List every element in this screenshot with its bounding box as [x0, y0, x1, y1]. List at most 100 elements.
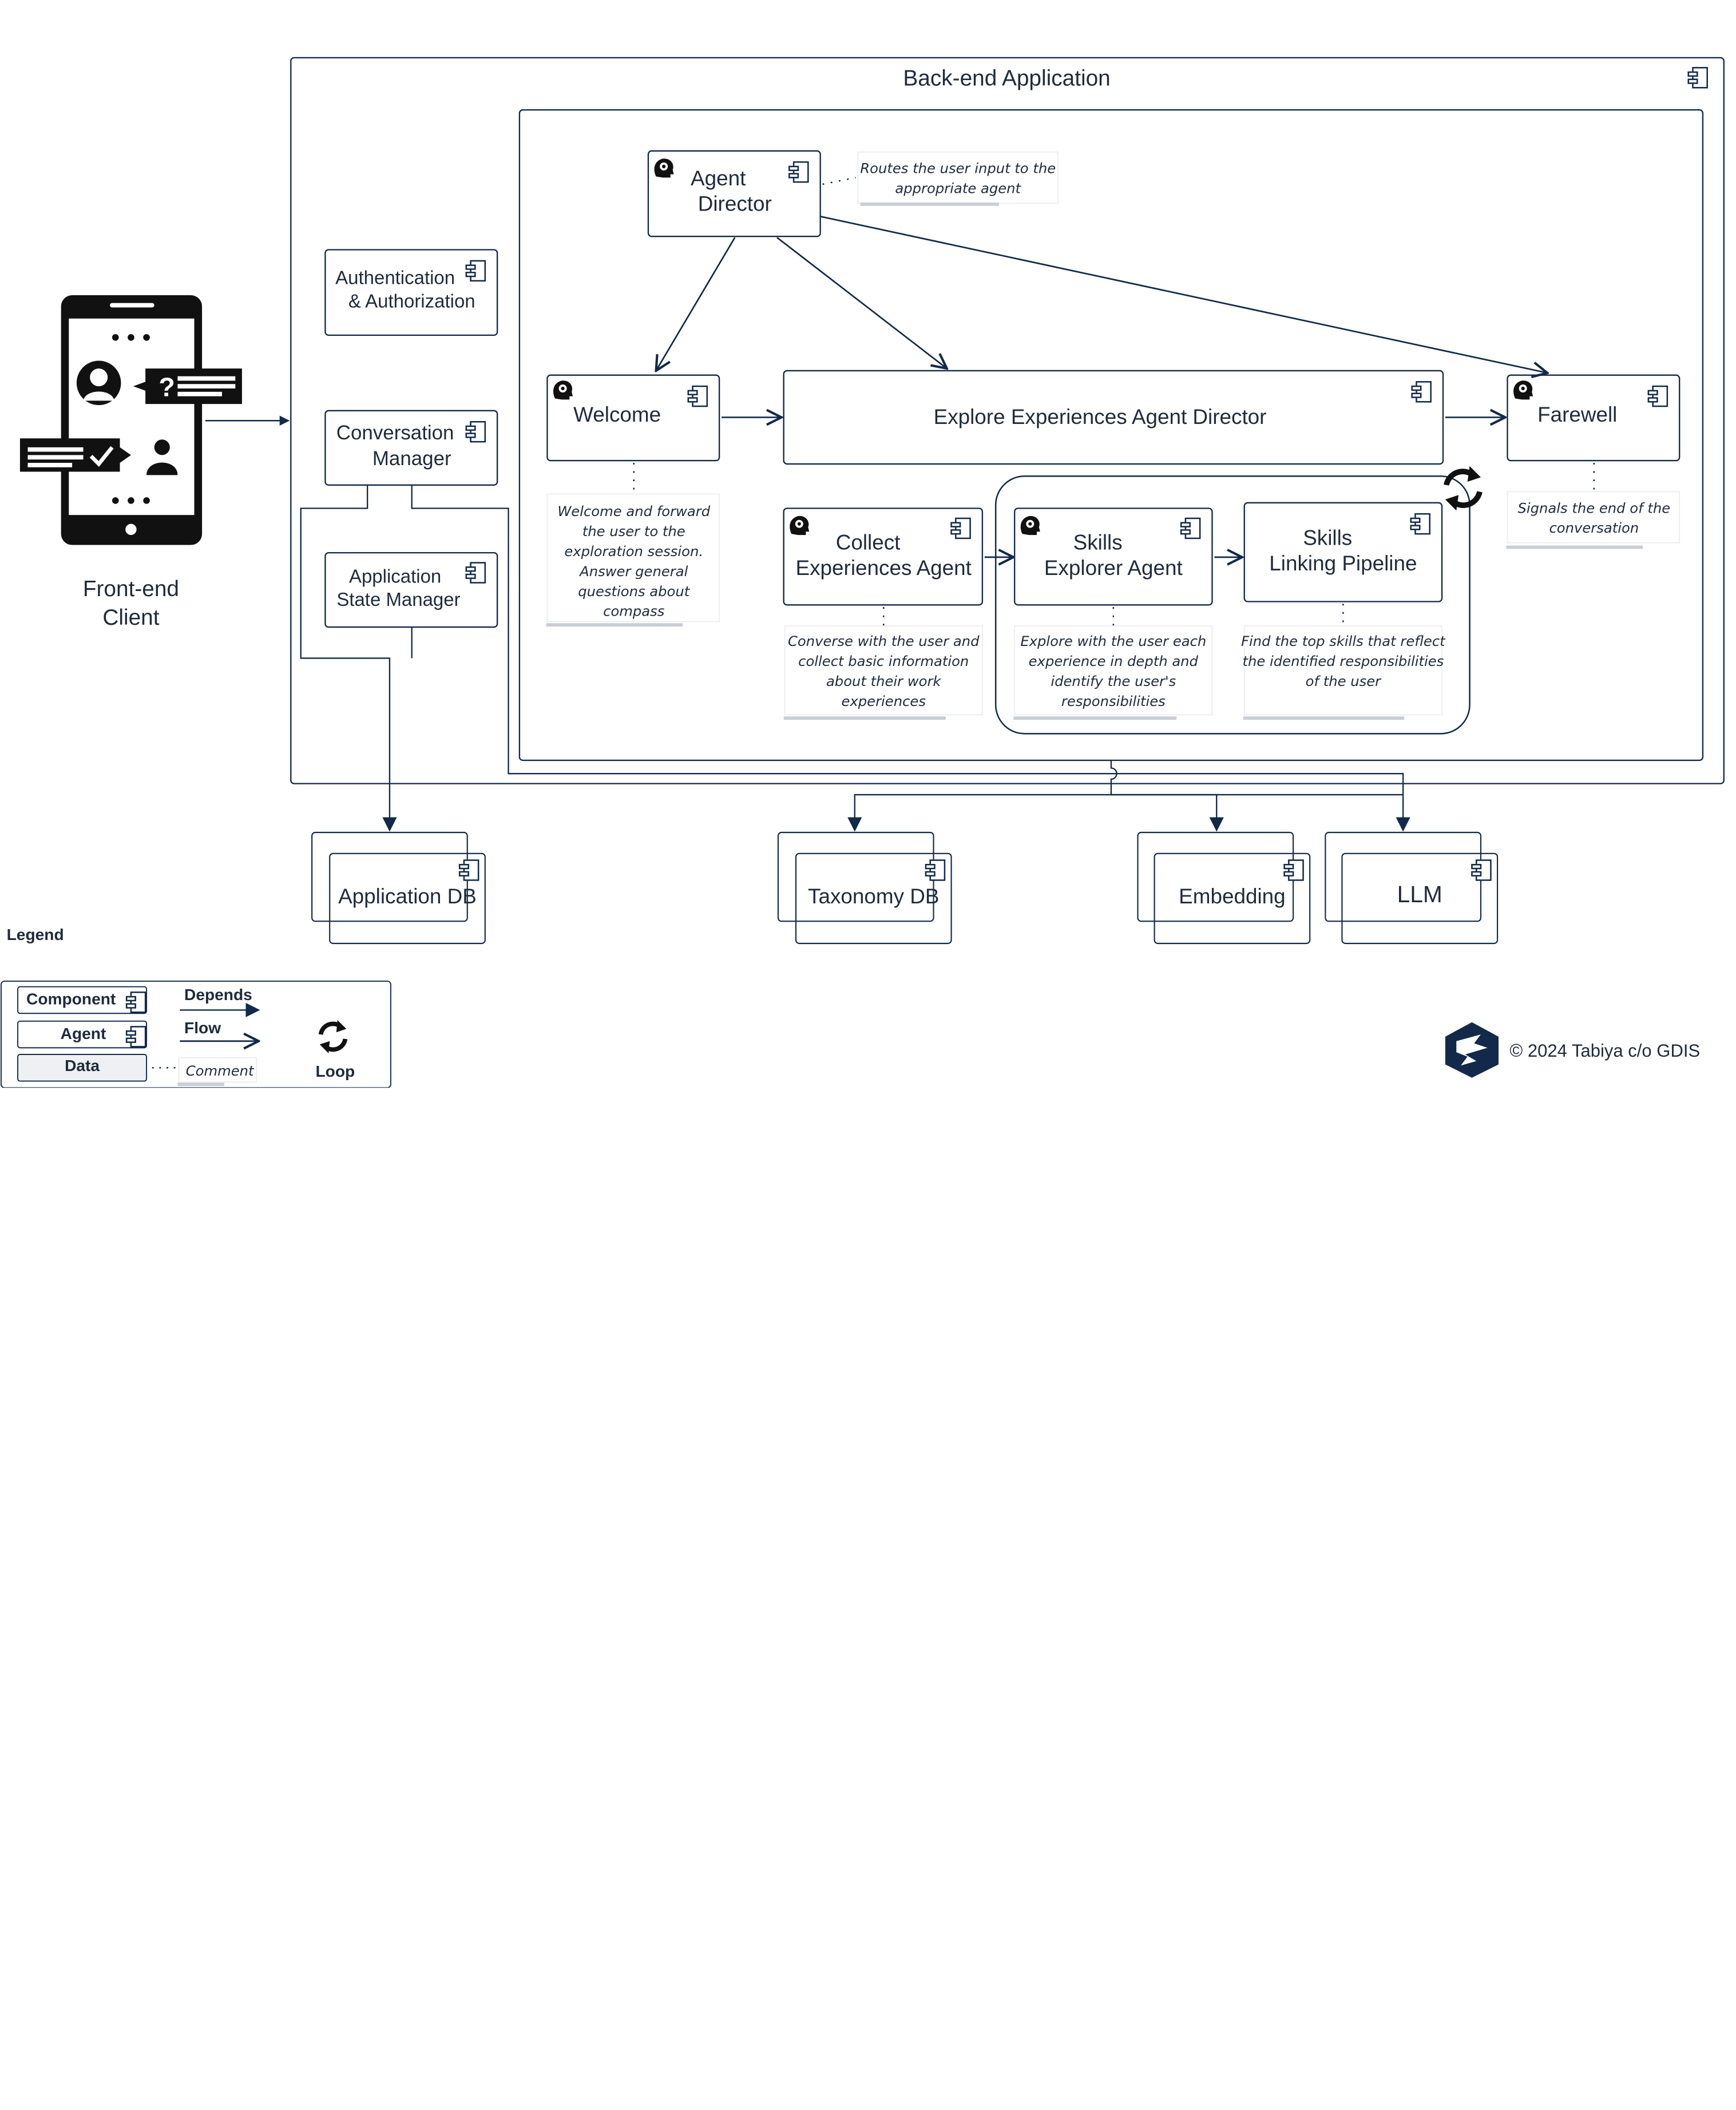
svg-text:exploration session.: exploration session.: [564, 543, 703, 560]
legend-loop: Loop: [316, 1062, 355, 1080]
application-db-store[interactable]: Application DB: [311, 831, 486, 945]
frontend-label: Front-end: [83, 577, 179, 601]
agent-gear-icon: [1513, 380, 1533, 400]
dependency-arrow-application-db: [300, 485, 397, 832]
flow-arrow-to-welcome: [656, 237, 736, 371]
welcome-agent[interactable]: Welcome: [546, 374, 720, 462]
backend-title: Back-end Application: [903, 66, 1110, 90]
agent-director-agent[interactable]: Agent Director: [647, 150, 821, 237]
svg-text:questions about: questions about: [578, 583, 691, 600]
svg-text:experience in depth and: experience in depth and: [1029, 653, 1199, 669]
llm-label: LLM: [1397, 881, 1442, 907]
agent-gear-icon: [1020, 515, 1040, 536]
taxonomy-db-label: Taxonomy DB: [808, 885, 939, 908]
skills-explorer-label: Explorer Agent: [1044, 556, 1183, 580]
application-db-label: Application DB: [338, 885, 477, 908]
legend-comment: Comment: [186, 1062, 255, 1079]
svg-text:Routes the user input to the: Routes the user input to the: [860, 160, 1056, 177]
tabiya-logo-icon: [1445, 1022, 1499, 1078]
conversation-manager-label: Manager: [372, 447, 451, 470]
taxonomy-db-store[interactable]: Taxonomy DB: [777, 831, 952, 945]
auth-label: & Authorization: [348, 290, 475, 311]
diagram-canvas: Back-end Application ? Front-end Client …: [0, 57, 1725, 1088]
welcome-label: Welcome: [573, 403, 661, 426]
agent-gear-icon: [553, 380, 573, 400]
app-state-manager-label: State Manager: [336, 589, 460, 610]
auth-component[interactable]: Authentication & Authorization: [324, 249, 498, 336]
dependency-arrow-embedding: [1111, 794, 1224, 832]
conversation-manager-component[interactable]: Conversation Manager: [324, 410, 498, 486]
legend-agent: Agent: [61, 1025, 106, 1042]
svg-text:Welcome and forward: Welcome and forward: [557, 503, 710, 519]
flow-arrow-to-explore-director: [776, 237, 947, 368]
collect-label: Collect: [836, 530, 901, 554]
dependency-arrow-llm: [1111, 794, 1410, 832]
app-state-manager-component[interactable]: Application State Manager: [324, 552, 498, 628]
svg-text:Converse with the user and: Converse with the user and: [788, 633, 980, 649]
backend-frame: Back-end Application: [290, 57, 1725, 784]
dependency-arrow-taxonomy-db: [847, 760, 1117, 832]
svg-text:?: ?: [158, 372, 175, 402]
skills-pipeline-comment: Find the top skills that reflect the ide…: [1241, 625, 1446, 720]
svg-text:responsibilities: responsibilities: [1061, 693, 1166, 709]
loop-icon: [318, 1020, 348, 1054]
skills-explorer-comment: Explore with the user each experience in…: [1013, 625, 1213, 720]
welcome-comment: Welcome and forward the user to the expl…: [546, 493, 720, 627]
svg-text:compass: compass: [603, 603, 665, 620]
svg-text:of the user: of the user: [1306, 673, 1382, 689]
flow-arrow-to-farewell: [820, 215, 1548, 373]
copyright-text: © 2024 Tabiya c/o GDIS: [1509, 1041, 1700, 1061]
legend-depends: Depends: [184, 986, 252, 1004]
frontend-label: Client: [102, 605, 159, 630]
farewell-agent[interactable]: Farewell: [1507, 374, 1680, 462]
agent-director-label: Director: [698, 192, 772, 216]
dependency-line: [411, 485, 1111, 775]
farewell-label: Farewell: [1537, 403, 1617, 426]
loop-icon: [1444, 466, 1483, 511]
skills-pipeline-label: Skills: [1303, 526, 1352, 550]
legend-box: Component Agent Data Depends Flow Commen…: [0, 980, 391, 1088]
farewell-comment: Signals the end of the conversation: [1506, 491, 1680, 549]
legend-data: Data: [65, 1057, 100, 1074]
svg-text:identify the user's: identify the user's: [1051, 673, 1176, 689]
svg-text:conversation: conversation: [1549, 519, 1639, 536]
dependency-line: [1111, 773, 1404, 795]
svg-text:appropriate agent: appropriate agent: [895, 180, 1021, 197]
llm-store[interactable]: LLM: [1325, 831, 1499, 945]
skills-explorer-label: Skills: [1073, 530, 1123, 554]
embedding-store[interactable]: Embedding: [1137, 831, 1311, 945]
agent-director-comment: Routes the user input to the appropriate…: [857, 151, 1059, 206]
phone-icon: ?: [19, 295, 242, 545]
legend-component: Component: [26, 990, 116, 1008]
svg-text:the user to the: the user to the: [582, 523, 685, 540]
svg-text:Answer general: Answer general: [578, 563, 688, 580]
svg-text:about their work: about their work: [826, 673, 942, 689]
auth-label: Authentication: [335, 267, 455, 288]
agent-gear-icon: [654, 158, 674, 178]
explore-experiences-director-component[interactable]: Explore Experiences Agent Director: [783, 370, 1444, 465]
component-icon: [1687, 67, 1708, 89]
agent-gear-icon: [790, 515, 810, 536]
collect-label: Experiences Agent: [796, 556, 972, 580]
collect-experiences-agent[interactable]: Collect Experiences Agent: [783, 507, 984, 606]
skills-pipeline-label: Linking Pipeline: [1269, 552, 1417, 575]
svg-text:collect basic information: collect basic information: [798, 653, 969, 669]
skills-explorer-agent[interactable]: Skills Explorer Agent: [1013, 507, 1213, 606]
svg-text:experiences: experiences: [842, 693, 926, 709]
svg-text:Find the top skills that refle: Find the top skills that reflect: [1241, 633, 1446, 649]
legend-flow: Flow: [184, 1019, 221, 1037]
svg-text:Explore with the user each: Explore with the user each: [1020, 633, 1206, 649]
conversation-manager-label: Conversation: [336, 422, 454, 444]
comment-connector: [822, 177, 856, 185]
skills-linking-pipeline-component[interactable]: Skills Linking Pipeline: [1243, 502, 1443, 602]
app-state-manager-label: Application: [349, 565, 441, 586]
collect-comment: Converse with the user and collect basic…: [783, 625, 983, 720]
agent-director-label: Agent: [691, 166, 746, 190]
embedding-label: Embedding: [1179, 885, 1285, 908]
loop-container: [994, 475, 1471, 735]
svg-text:the identified responsibilitie: the identified responsibilities: [1243, 653, 1444, 669]
svg-text:Signals the end of the: Signals the end of the: [1518, 499, 1671, 516]
legend-title: Legend: [7, 926, 64, 943]
explore-director-label: Explore Experiences Agent Director: [934, 405, 1267, 429]
